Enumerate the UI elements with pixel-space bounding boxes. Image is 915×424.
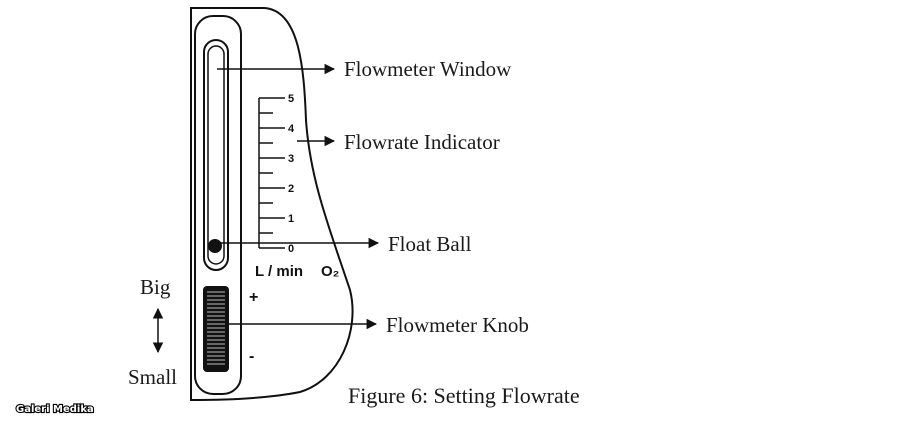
watermark-text: Galeri Medika — [16, 404, 94, 415]
knob-plus-label: + — [249, 289, 258, 306]
units-flow-label: L / min — [255, 263, 303, 280]
scale-tick-label: 0 — [288, 243, 294, 255]
flowmeter-knob[interactable] — [203, 286, 229, 372]
scale-tick-label: 2 — [288, 183, 294, 195]
knob-minus-label: - — [249, 348, 254, 365]
flowrate-indicator-label: Flowrate Indicator — [344, 130, 500, 154]
flowmeter-housing — [190, 7, 354, 402]
flowmeter-face-panel — [194, 15, 242, 395]
flowmeter-window — [203, 39, 229, 271]
scale-tick-label: 5 — [288, 93, 294, 105]
scale-tick-label: 3 — [288, 153, 294, 165]
flowmeter-knob-label: Flowmeter Knob — [386, 313, 529, 337]
flowmeter-window-inner — [207, 45, 225, 265]
figure-caption: Figure 6: Setting Flowrate — [348, 383, 580, 408]
big-label: Big — [140, 275, 171, 299]
float-ball-label: Float Ball — [388, 232, 472, 256]
small-label: Small — [128, 365, 177, 389]
knob-ridges — [207, 291, 225, 365]
flowmeter-window-label: Flowmeter Window — [344, 57, 512, 81]
scale-tick-label: 4 — [288, 123, 295, 135]
flowrate-scale: 0 1 2 3 4 5 — [258, 93, 295, 255]
scale-tick-label: 1 — [288, 213, 294, 225]
float-ball — [208, 239, 222, 253]
units-gas-label: O₂ — [321, 263, 339, 280]
